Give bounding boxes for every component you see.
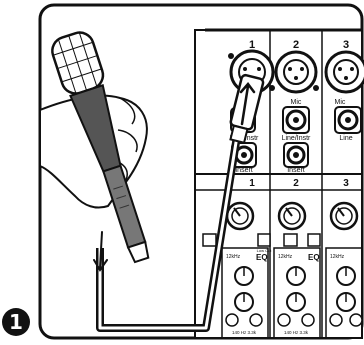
channel-3-label: 3	[343, 39, 349, 51]
eq-mid-knob-ch3[interactable]	[337, 293, 355, 311]
gain-knob-ch2[interactable]	[279, 203, 305, 229]
eq-high-knob-ch3[interactable]	[337, 267, 355, 285]
freq-label-ch2: 12kHz	[278, 254, 293, 260]
eq-mid-knob-ch1[interactable]	[235, 293, 253, 311]
step-number-badge: 1	[2, 308, 30, 336]
eq-mid-knob-ch2[interactable]	[287, 293, 305, 311]
eq-label-ch2: EQ	[308, 253, 320, 262]
insert-label-ch2: Insert	[287, 167, 305, 174]
mid-label-ch1: 140 Hz 3.3k	[232, 330, 257, 335]
channel-2-label-lower: 2	[293, 178, 299, 189]
line-label-ch3: Line	[339, 135, 352, 142]
mid-label-ch2: 140 Hz 3.3k	[284, 330, 309, 335]
insert-label-ch1: Insert	[235, 167, 253, 174]
channel-2-label: 2	[293, 39, 299, 51]
channel-1-label: 1	[249, 39, 255, 51]
mic-label-ch2: Mic	[291, 99, 302, 106]
gain-knob-ch3[interactable]	[331, 203, 357, 229]
line-jack-ch3[interactable]	[335, 107, 361, 133]
eq-high-knob-ch1[interactable]	[235, 267, 253, 285]
insert-jack-ch2[interactable]	[284, 143, 308, 167]
freq-label-ch3: 12kHz	[330, 254, 345, 260]
mic-label-ch3: Mic	[335, 99, 346, 106]
freq-label-ch1: 12kHz	[226, 254, 241, 260]
channel-1-label-lower: 1	[249, 178, 255, 189]
eq-high-knob-ch2[interactable]	[287, 267, 305, 285]
gain-knob-ch1[interactable]	[227, 203, 253, 229]
channel-3-label-lower: 3	[343, 178, 349, 189]
line-label-ch2: Line/Instr	[282, 135, 311, 142]
eq-label-ch1: EQ	[256, 253, 268, 262]
line-jack-ch2[interactable]	[283, 107, 309, 133]
xlr-jack-ch3[interactable]	[326, 52, 364, 92]
